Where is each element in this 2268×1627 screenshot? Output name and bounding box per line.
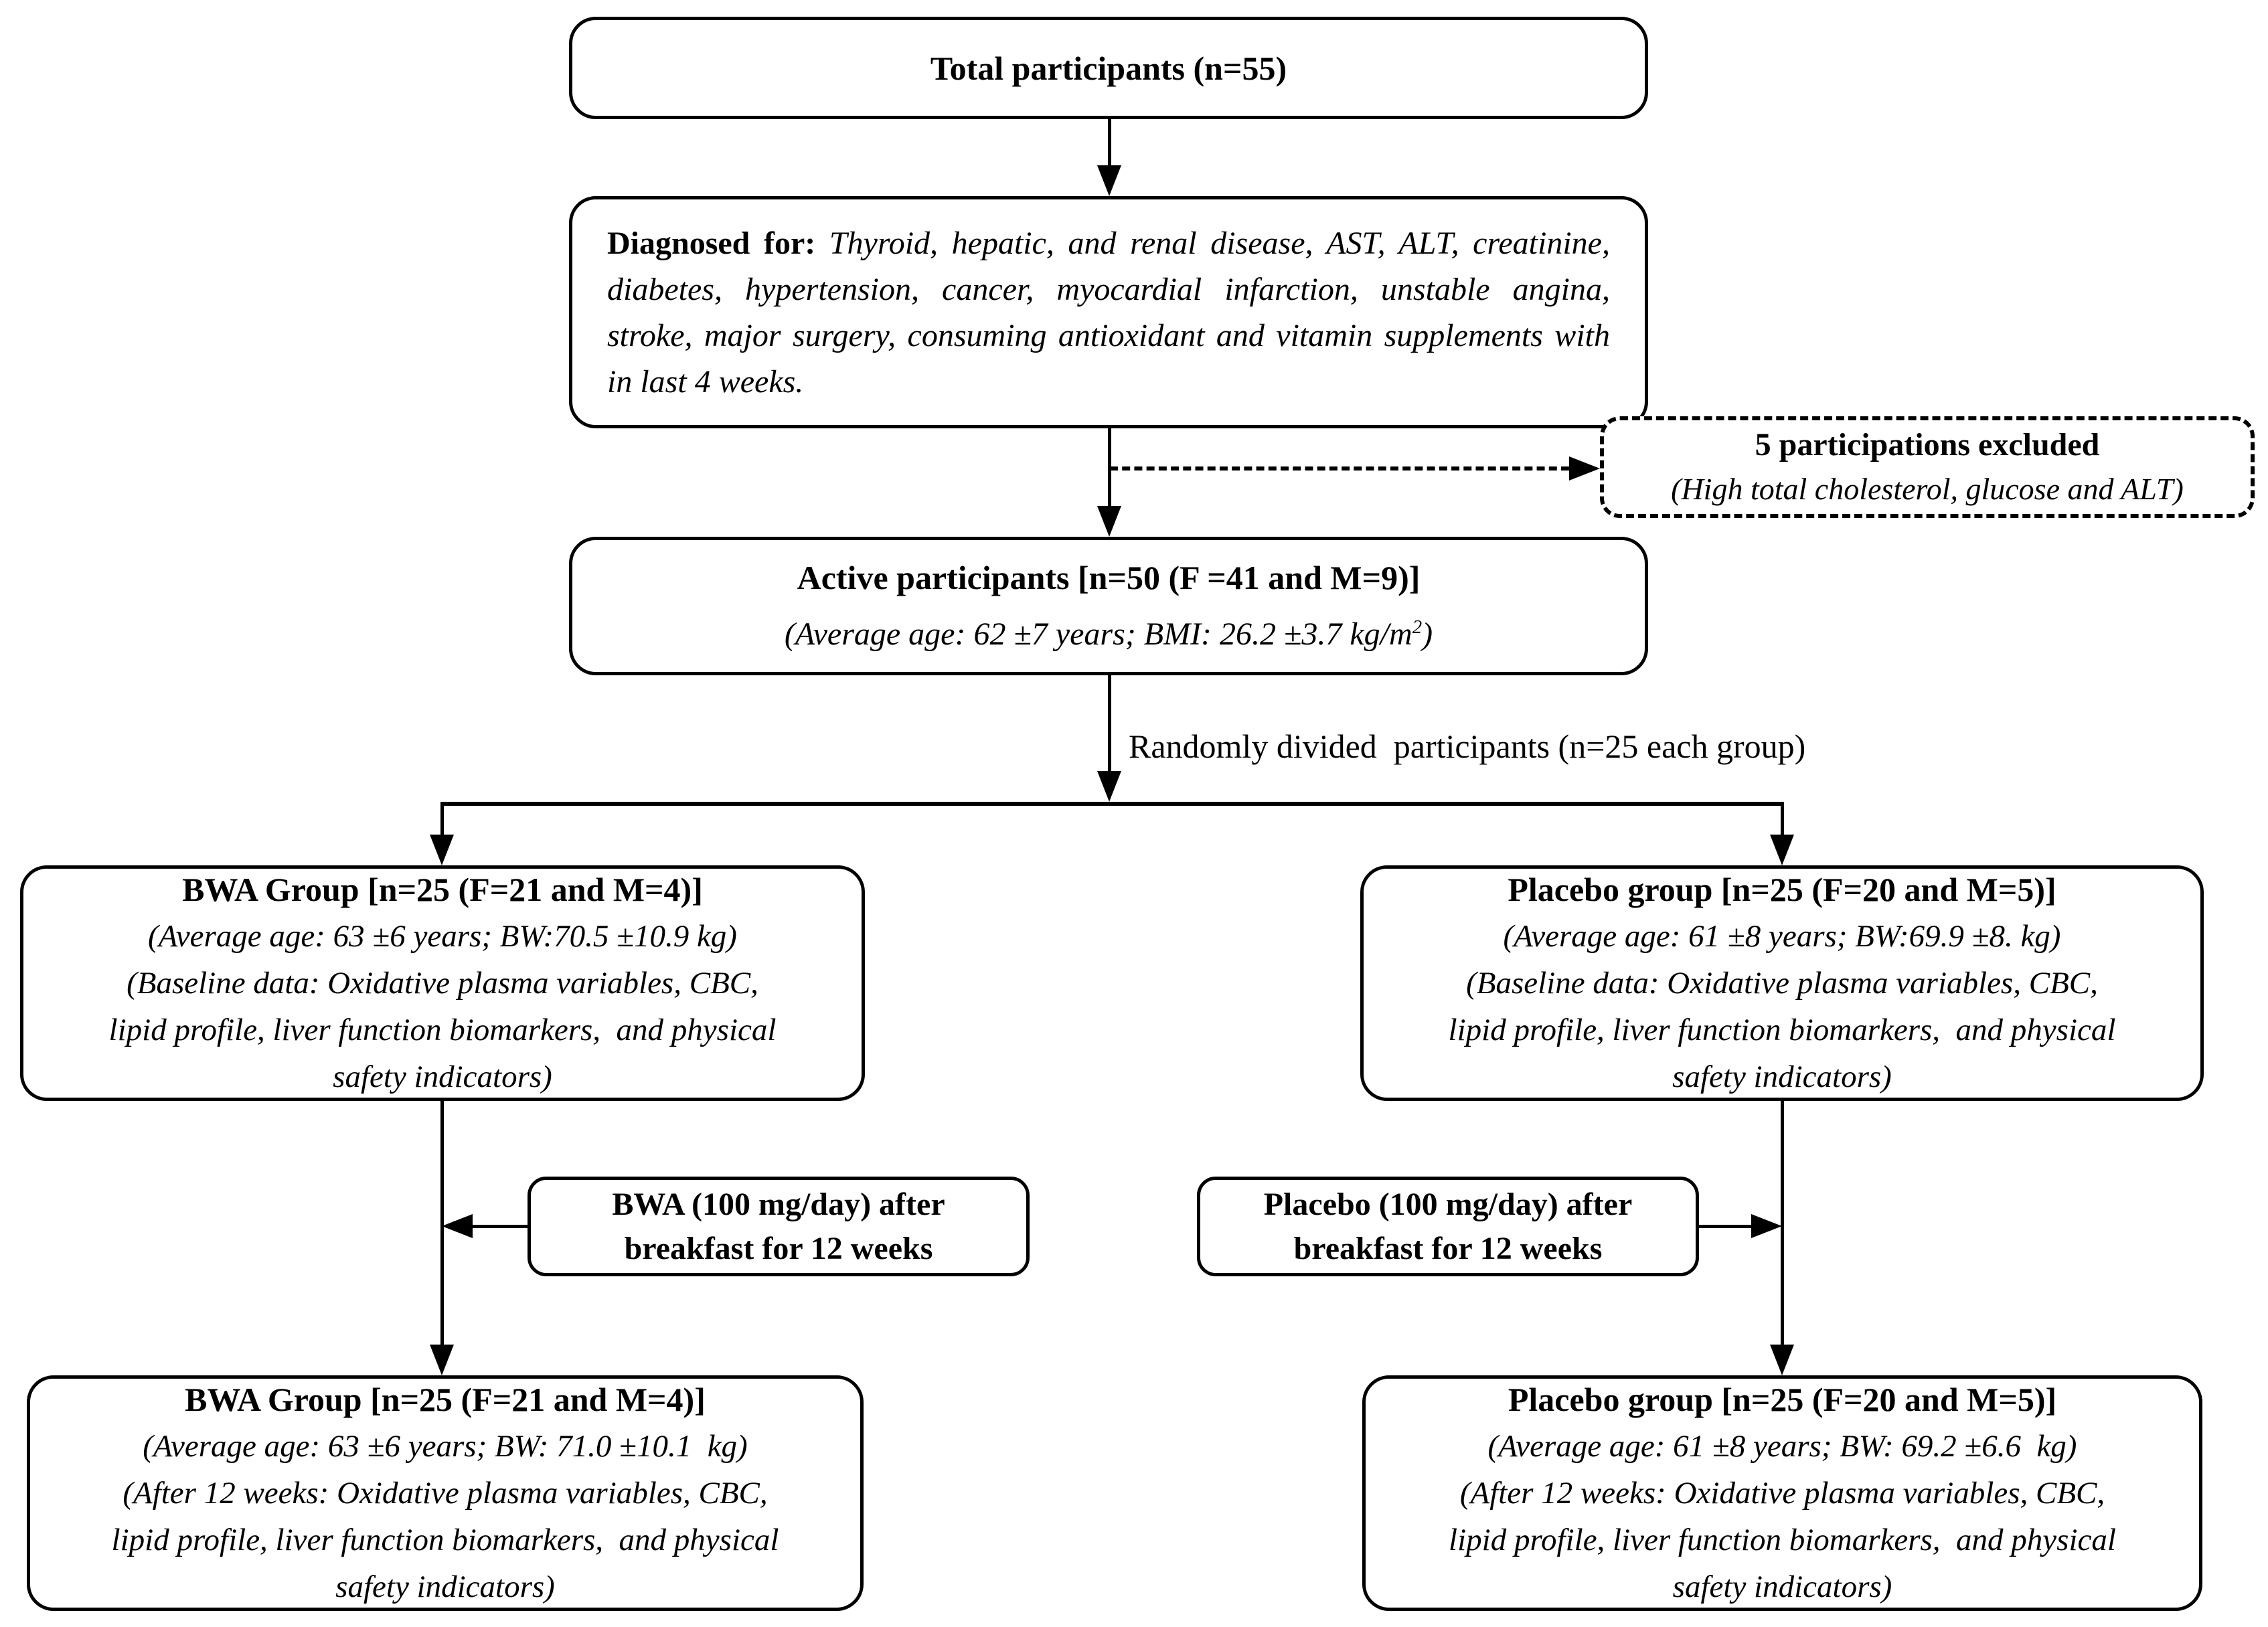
active-participants-subtitle: (Average age: 62 ±7 years; BMI: 26.2 ±3.…: [785, 602, 1433, 659]
placebo-group-after-box: Placebo group [n=25 (F=20 and M=5)] (Ave…: [1362, 1375, 2202, 1611]
connector-split-to-bwa: [440, 804, 444, 837]
bwa-after-line3: (After 12 weeks: Oxidative plasma variab…: [123, 1476, 768, 1511]
connector-total-to-diagnosed: [1108, 119, 1111, 167]
bwa-treatment-line2: breakfast for 12 weeks: [624, 1230, 933, 1266]
arrowhead-active-to-split: [1097, 771, 1121, 802]
arrowhead-total-to-diagnosed: [1097, 165, 1121, 196]
bwa-treatment-box: BWA (100 mg/day) after breakfast for 12 …: [528, 1177, 1030, 1276]
diagnosed-for-box: Diagnosed for: Thyroid, hepatic, and ren…: [569, 196, 1648, 428]
connector-dashed-to-excluded: [1110, 466, 1569, 470]
bwa-treatment-line1: BWA (100 mg/day) after: [612, 1186, 945, 1222]
placebo-baseline-line4: lipid profile, liver function biomarkers…: [1448, 1013, 2116, 1047]
connector-bwa-treatment: [471, 1225, 528, 1228]
connector-placebo-treatment: [1699, 1225, 1753, 1228]
active-participants-title: Active participants [n=50 (F =41 and M=9…: [797, 559, 1421, 596]
placebo-treatment-box: Placebo (100 mg/day) after breakfast for…: [1197, 1177, 1699, 1276]
total-participants-box: Total participants (n=55): [569, 17, 1648, 119]
bwa-baseline-line4: lipid profile, liver function biomarkers…: [108, 1013, 777, 1047]
bwa-after-line2: (Average age: 63 ±6 years; BW: 71.0 ±10.…: [143, 1429, 748, 1464]
diagnosed-for-body: Thyroid, hepatic, and renal disease, AST…: [607, 225, 1610, 400]
split-line: [440, 802, 1784, 806]
arrowhead-placebo-baseline-to-after: [1770, 1345, 1794, 1375]
placebo-treatment-line1: Placebo (100 mg/day) after: [1263, 1186, 1633, 1222]
bwa-after-title: BWA Group [n=25 (F=21 and M=4)]: [185, 1381, 706, 1418]
connector-placebo-baseline-to-after: [1781, 1101, 1784, 1345]
placebo-baseline-line5: safety indicators): [1672, 1059, 1892, 1094]
bwa-baseline-line3: (Baseline data: Oxidative plasma variabl…: [127, 966, 758, 1001]
excluded-title: 5 participations excluded: [1755, 427, 2100, 462]
bwa-baseline-line2: (Average age: 63 ±6 years; BW:70.5 ±10.9…: [148, 919, 737, 954]
arrowhead-split-to-bwa: [430, 835, 454, 865]
arrowhead-placebo-treatment: [1751, 1214, 1782, 1238]
placebo-group-baseline-box: Placebo group [n=25 (F=20 and M=5)] (Ave…: [1360, 865, 2204, 1101]
placebo-after-line2: (Average age: 61 ±8 years; BW: 69.2 ±6.6…: [1487, 1429, 2077, 1464]
placebo-baseline-title: Placebo group [n=25 (F=20 and M=5)]: [1508, 871, 2056, 908]
excluded-box: 5 participations excluded (High total ch…: [1600, 416, 2255, 518]
excluded-subtitle: (High total cholesterol, glucose and ALT…: [1671, 472, 2184, 506]
bwa-baseline-title: BWA Group [n=25 (F=21 and M=4)]: [182, 871, 703, 908]
arrowhead-diagnosed-to-active: [1097, 506, 1121, 537]
total-participants-title: Total participants (n=55): [930, 49, 1287, 87]
arrowhead-bwa-treatment: [442, 1214, 473, 1238]
diagnosed-for-paragraph: Diagnosed for: Thyroid, hepatic, and ren…: [607, 220, 1610, 405]
bwa-group-after-box: BWA Group [n=25 (F=21 and M=4)] (Average…: [27, 1375, 864, 1611]
connector-split-to-placebo: [1781, 804, 1784, 837]
arrowhead-split-to-placebo: [1770, 835, 1794, 865]
placebo-treatment-line2: breakfast for 12 weeks: [1293, 1230, 1603, 1266]
active-subtitle-post: ): [1422, 616, 1433, 652]
bwa-after-line4: lipid profile, liver function biomarkers…: [111, 1523, 779, 1557]
bwa-after-line5: safety indicators): [335, 1569, 555, 1604]
bwa-baseline-line5: safety indicators): [333, 1059, 552, 1094]
connector-diagnosed-to-active: [1108, 428, 1111, 507]
placebo-after-line3: (After 12 weeks: Oxidative plasma variab…: [1459, 1476, 2105, 1511]
placebo-after-title: Placebo group [n=25 (F=20 and M=5)]: [1508, 1381, 2057, 1418]
placebo-after-line4: lipid profile, liver function biomarkers…: [1449, 1523, 2116, 1557]
randomly-divided-label: Randomly divided participants (n=25 each…: [1129, 727, 1806, 765]
active-subtitle-sup: 2: [1412, 616, 1423, 638]
placebo-after-line5: safety indicators): [1672, 1569, 1892, 1604]
active-participants-box: Active participants [n=50 (F =41 and M=9…: [569, 537, 1648, 675]
arrowhead-to-excluded: [1569, 456, 1600, 481]
placebo-baseline-line2: (Average age: 61 ±8 years; BW:69.9 ±8. k…: [1503, 919, 2061, 954]
bwa-group-baseline-box: BWA Group [n=25 (F=21 and M=4)] (Average…: [20, 865, 865, 1101]
connector-active-to-split: [1108, 675, 1111, 772]
active-subtitle-pre: (Average age: 62 ±7 years; BMI: 26.2 ±3.…: [784, 616, 1412, 652]
diagnosed-for-lead: Diagnosed for:: [607, 225, 816, 261]
arrowhead-bwa-baseline-to-after: [430, 1345, 454, 1375]
placebo-baseline-line3: (Baseline data: Oxidative plasma variabl…: [1466, 966, 2098, 1001]
